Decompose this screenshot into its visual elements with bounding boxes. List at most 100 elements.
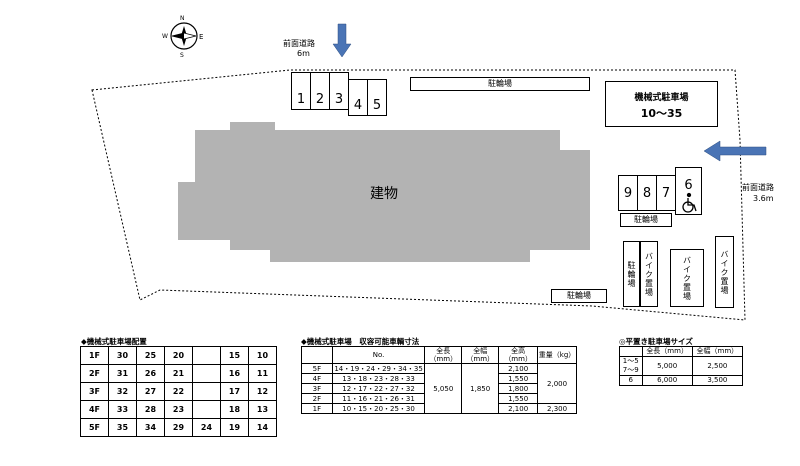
compass-w: W: [162, 33, 168, 40]
placement-floor: 5F: [80, 418, 109, 437]
cap-nos: 11・16・21・26・31: [331, 393, 426, 404]
placement-slot: 15: [220, 346, 249, 365]
arrow-right: [703, 140, 767, 162]
placement-slot: 14: [248, 418, 277, 437]
placement-floor: 4F: [80, 400, 109, 419]
bike-parking-bottom: 駐輪場: [551, 289, 607, 303]
cap-nos: 14・19・24・29・34・35: [331, 363, 426, 374]
road-top-width: 6m: [297, 49, 310, 58]
motorbike-area-3: バイク置場: [715, 236, 734, 308]
mechanical-title: 機械式駐車場: [634, 93, 689, 103]
placement-slot: 29: [164, 418, 193, 437]
placement-slot: 12: [248, 382, 277, 401]
flat-col-length: 全長（mm）: [641, 346, 693, 357]
col-height: 全高（mm）: [498, 346, 539, 364]
cap-width: 1,850: [461, 363, 500, 414]
cap-nos: 12・17・22・27・32: [331, 383, 426, 394]
parking-slot: 8: [637, 175, 657, 211]
placement-slot: [192, 382, 221, 401]
parking-slot: 7: [656, 175, 676, 211]
placement-slot: 31: [108, 364, 137, 383]
parking-slot: 9: [618, 175, 638, 211]
placement-slot: 16: [220, 364, 249, 383]
cap-height: 1,550: [498, 393, 539, 404]
cap-height: 2,100: [498, 403, 539, 414]
bike-parking-top: 駐輪場: [410, 77, 590, 91]
compass-s: S: [180, 52, 184, 59]
placement-slot: 17: [220, 382, 249, 401]
placement-floor: 3F: [80, 382, 109, 401]
mechanical-range: 10〜35: [640, 107, 683, 120]
flat-no: 6: [619, 375, 643, 386]
placement-slot: [192, 364, 221, 383]
cap-length: 5,050: [424, 363, 463, 414]
cap-floor: 5F: [301, 363, 333, 374]
compass-e: E: [199, 33, 204, 41]
col-floor: [301, 346, 333, 364]
flat-no: 1〜5 7〜9: [619, 356, 643, 376]
placement-slot: 10: [248, 346, 277, 365]
cap-height: 2,100: [498, 363, 539, 374]
motorbike-area-2: バイク置場: [670, 249, 704, 307]
placement-slot: 28: [136, 400, 165, 419]
parking-slot-accessible: 6: [675, 167, 702, 215]
placement-slot: 11: [248, 364, 277, 383]
placement-slot: 18: [220, 400, 249, 419]
placement-slot: 19: [220, 418, 249, 437]
cap-floor: 4F: [301, 373, 333, 384]
cap-height: 1,800: [498, 383, 539, 394]
placement-slot: 23: [164, 400, 193, 419]
mechanical-parking: 機械式駐車場 10〜35: [605, 81, 718, 127]
parking-slot: 5: [367, 79, 387, 116]
bike-parking-vertical: 駐輪場: [623, 241, 640, 307]
placement-slot: 21: [164, 364, 193, 383]
cap-nos: 13・18・23・28・33: [331, 373, 426, 384]
placement-slot: 20: [164, 346, 193, 365]
flat-table: 全長（mm） 全幅（mm） 1〜5 7〜9 5,000 2,500 6 6,00…: [619, 346, 744, 386]
placement-slot: 25: [136, 346, 165, 365]
placement-slot: 30: [108, 346, 137, 365]
flat-col-no: [619, 346, 643, 357]
motorbike-area-1: バイク置場: [640, 241, 658, 307]
road-right-width: 3.6m: [753, 194, 774, 203]
cap-floor: 1F: [301, 403, 333, 414]
flat-width: 2,500: [691, 356, 744, 376]
parking-slot: 3: [329, 72, 349, 110]
placement-slot: 22: [164, 382, 193, 401]
flat-title: ◎平置き駐車場サイズ: [619, 337, 693, 346]
building-shape: [178, 122, 590, 262]
parking-slot: 4: [348, 79, 368, 116]
placement-slot: 26: [136, 364, 165, 383]
cap-weight: 2,000: [537, 363, 577, 404]
col-no: No.: [331, 346, 426, 364]
flat-length: 5,000: [641, 356, 693, 376]
col-length: 全長（mm）: [424, 346, 463, 364]
wheelchair-icon: [682, 192, 697, 213]
cap-floor: 3F: [301, 383, 333, 394]
placement-slot: 24: [192, 418, 221, 437]
road-top-label: 前面道路: [283, 39, 315, 48]
placement-title: ◆機械式駐車場配置: [81, 337, 147, 346]
placement-floor: 2F: [80, 364, 109, 383]
flat-width: 3,500: [691, 375, 744, 386]
parking-slot: 2: [310, 72, 330, 110]
placement-slot: 34: [136, 418, 165, 437]
cap-height: 1,550: [498, 373, 539, 384]
cap-nos: 10・15・20・25・30: [331, 403, 426, 414]
building-label: 建物: [370, 186, 398, 202]
arrow-top: [332, 23, 352, 58]
placement-slot: 33: [108, 400, 137, 419]
col-width: 全幅（mm）: [461, 346, 500, 364]
cap-weight-1f: 2,300: [537, 403, 577, 414]
cap-floor: 2F: [301, 393, 333, 404]
placement-slot: 32: [108, 382, 137, 401]
placement-slot: [192, 346, 221, 365]
parking-slot: 1: [291, 72, 311, 110]
col-weight: 重量（kg）: [537, 346, 577, 364]
